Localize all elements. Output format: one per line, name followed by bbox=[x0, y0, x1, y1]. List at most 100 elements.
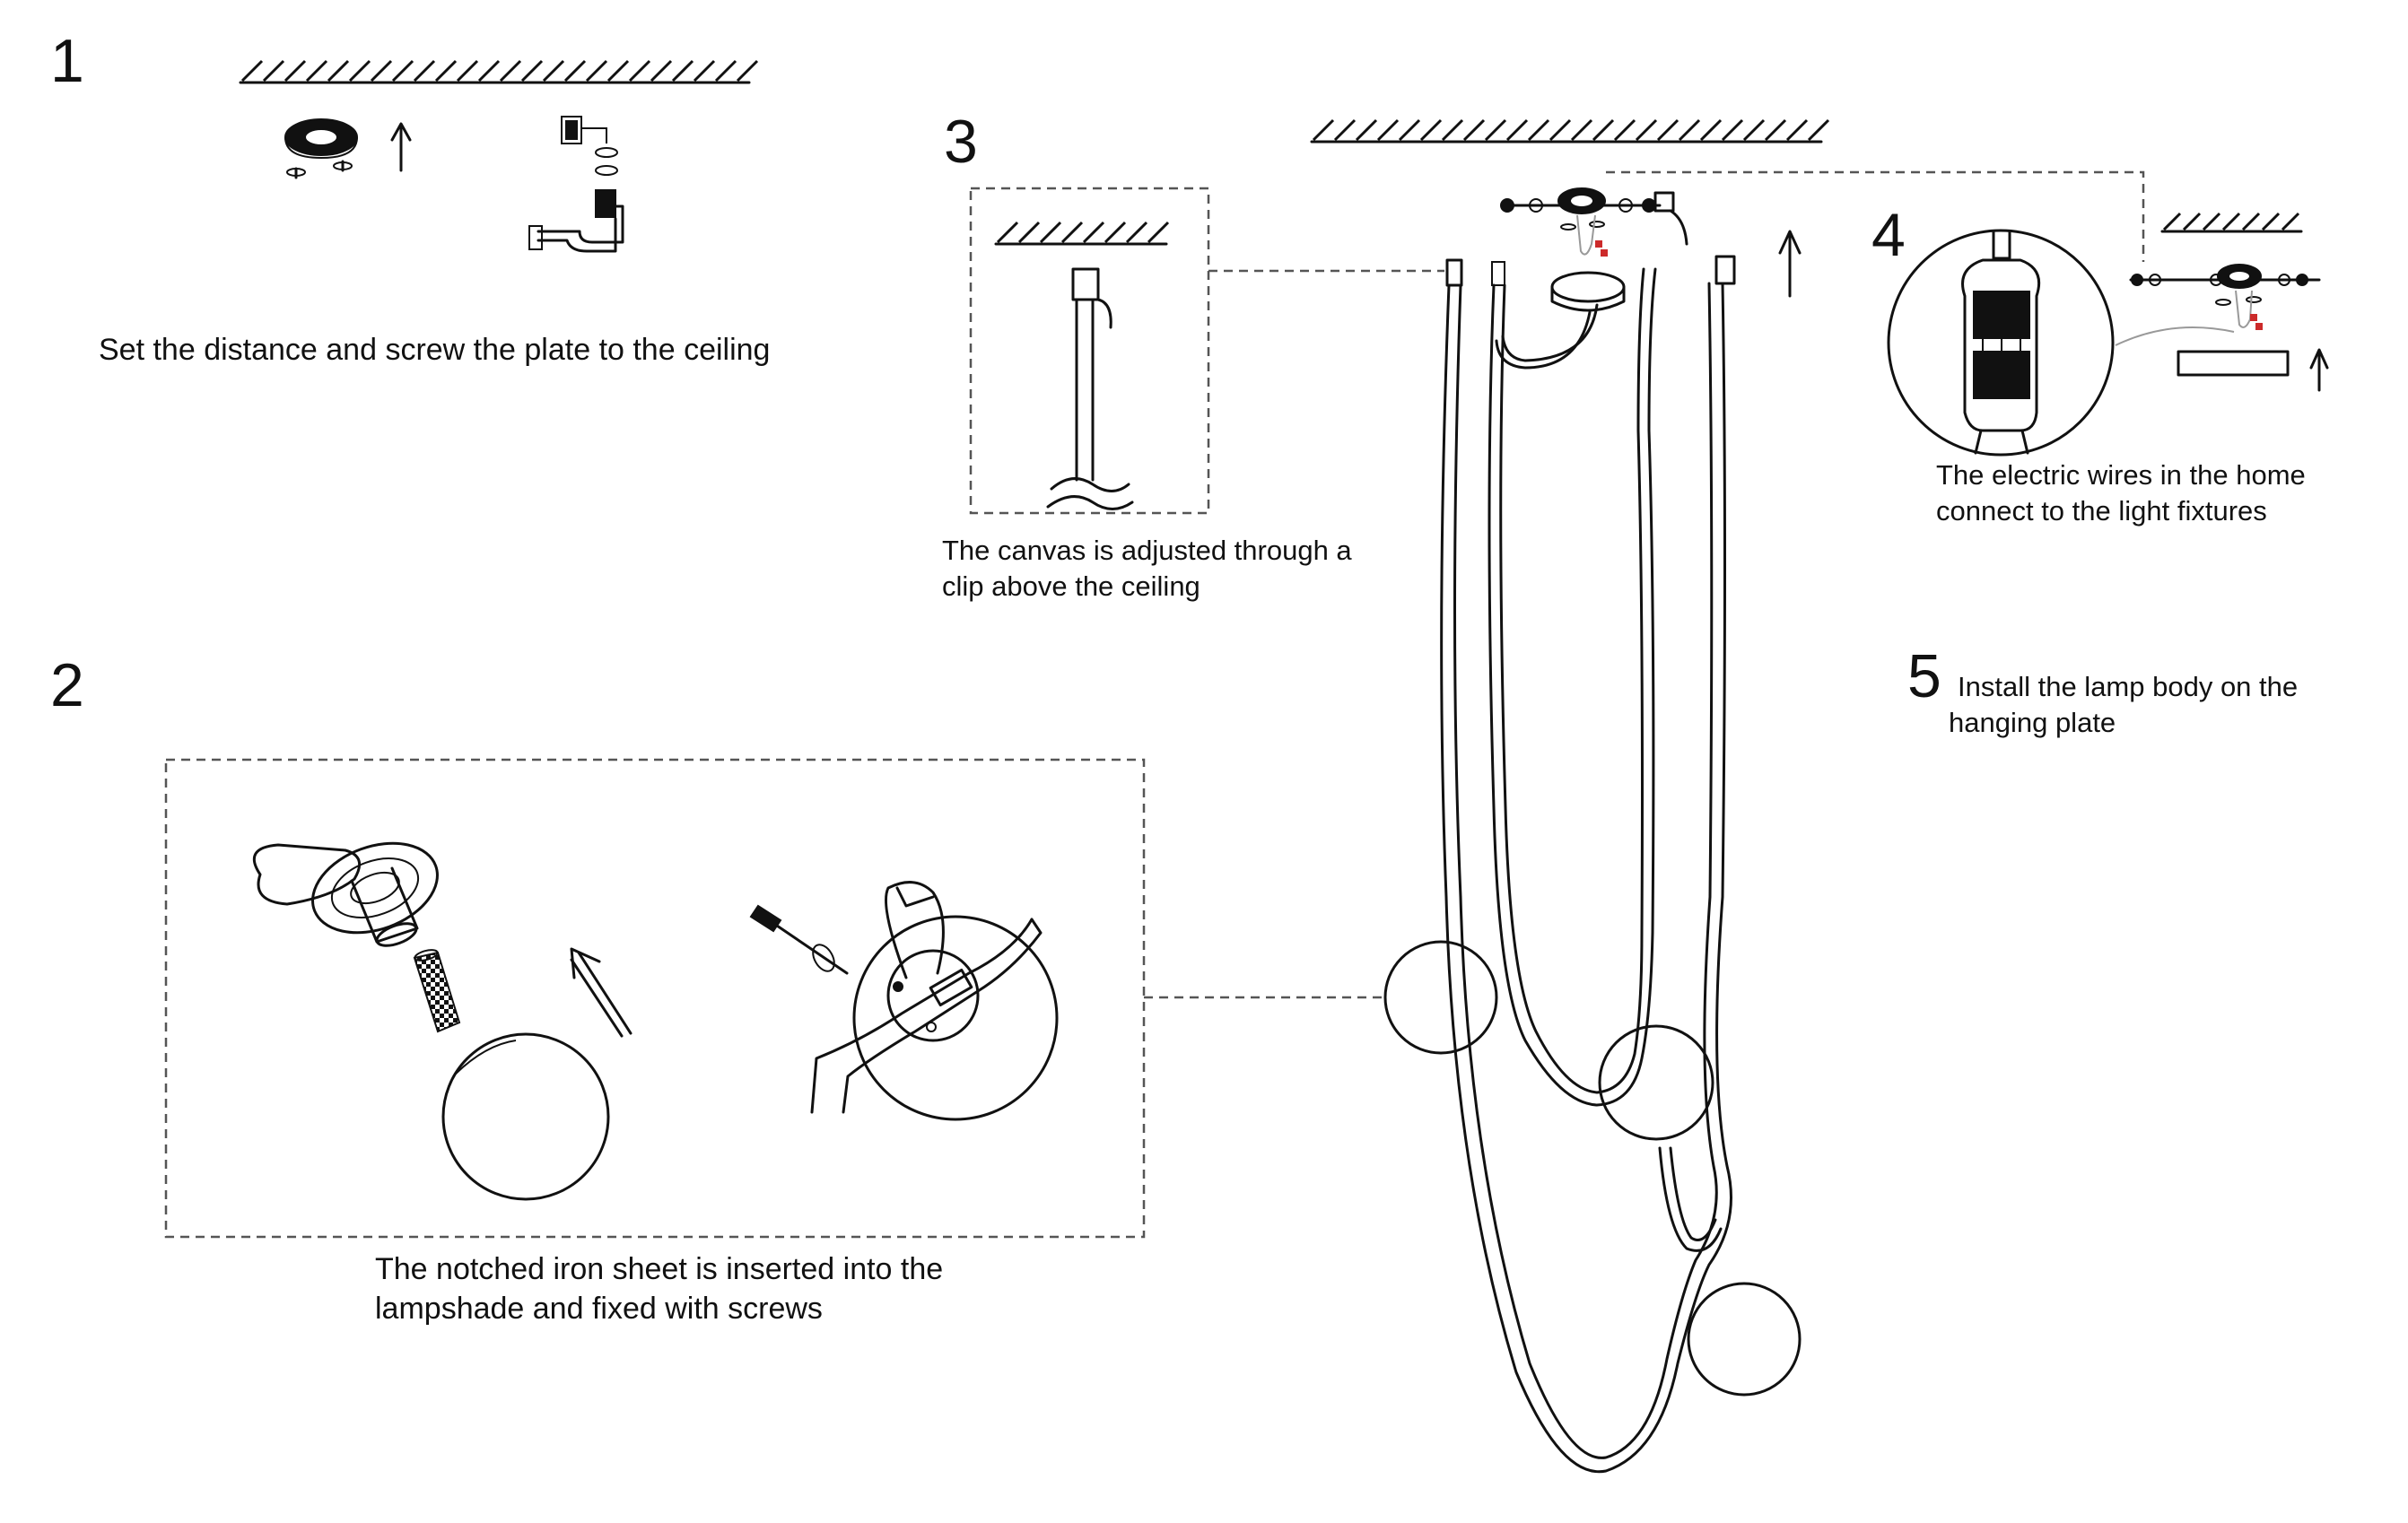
caption-line: Install the lamp body on the bbox=[1958, 671, 2299, 702]
hatch-mark bbox=[1419, 118, 1443, 142]
hatch-mark bbox=[650, 59, 673, 83]
strap-loops bbox=[1440, 255, 1736, 1474]
hatch-mark bbox=[456, 59, 479, 83]
step-2-illustration bbox=[164, 758, 1146, 1239]
hatch-mark bbox=[413, 59, 436, 83]
hatch-mark bbox=[1635, 118, 1658, 142]
step-2-caption: The notched iron sheet is inserted into … bbox=[375, 1249, 943, 1328]
step-2-frame bbox=[164, 758, 1146, 1239]
ceiling-hatch-icon bbox=[1310, 118, 1830, 144]
hatch-mark bbox=[477, 59, 501, 83]
globe-lampshade-icon bbox=[441, 1032, 610, 1201]
hatch-mark bbox=[2202, 212, 2221, 231]
caption-line: lampshade and fixed with screws bbox=[375, 1292, 823, 1326]
step-1-caption: Set the distance and screw the plate to … bbox=[99, 332, 770, 368]
hatch-mark bbox=[2261, 212, 2281, 231]
hatch-mark bbox=[1549, 118, 1572, 142]
step-2-number: 2 bbox=[50, 651, 84, 719]
hatch-mark bbox=[1441, 118, 1464, 142]
hatch-mark bbox=[542, 59, 565, 83]
ceiling-hatch-icon bbox=[994, 221, 1170, 246]
terminal-block-icon bbox=[1961, 230, 2041, 455]
hatch-mark bbox=[1398, 118, 1421, 142]
hatch-mark bbox=[1527, 118, 1550, 142]
hatch-mark bbox=[1742, 118, 1766, 142]
hatch-mark bbox=[327, 59, 350, 83]
hatch-mark bbox=[240, 59, 264, 83]
step-4-number: 4 bbox=[1871, 201, 1906, 269]
globe-with-strap-icon bbox=[810, 881, 1059, 1121]
ceiling-plate-icon bbox=[284, 118, 358, 179]
hatch-mark bbox=[1333, 118, 1357, 142]
hatch-mark bbox=[1312, 118, 1335, 142]
hatch-mark bbox=[1147, 221, 1170, 244]
hatch-mark bbox=[1462, 118, 1486, 142]
clip-icon bbox=[1046, 267, 1134, 510]
caption-line: The notched iron sheet is inserted into … bbox=[375, 1252, 944, 1286]
hatch-mark bbox=[1656, 118, 1679, 142]
hatch-mark bbox=[693, 59, 716, 83]
hatch-mark bbox=[1764, 118, 1787, 142]
caption-line: The electric wires in the home bbox=[1936, 459, 2306, 491]
hatch-mark bbox=[499, 59, 522, 83]
socket-bracket-icon bbox=[528, 116, 624, 253]
hatch-mark bbox=[520, 59, 544, 83]
hatch-mark bbox=[996, 221, 1019, 244]
hatch-mark bbox=[1082, 221, 1105, 244]
hatch-mark bbox=[1785, 118, 1809, 142]
hatch-mark bbox=[1355, 118, 1378, 142]
up-arrow-icon bbox=[570, 947, 633, 1038]
step-3-frame bbox=[969, 187, 1210, 515]
globe-lampshade-icon bbox=[1383, 940, 1498, 1055]
caption-line: connect to the light fixtures bbox=[1936, 495, 2267, 527]
hatch-mark bbox=[1039, 221, 1062, 244]
hatch-mark bbox=[1570, 118, 1593, 142]
hatch-mark bbox=[1678, 118, 1701, 142]
step-3-illustration bbox=[969, 187, 1210, 515]
hatch-mark bbox=[628, 59, 651, 83]
hatch-mark bbox=[2221, 212, 2241, 231]
hatch-mark bbox=[284, 59, 307, 83]
caption-line: The canvas is adjusted through a bbox=[942, 535, 1352, 566]
hatch-mark bbox=[2182, 212, 2202, 231]
hatch-mark bbox=[1060, 221, 1084, 244]
screwdriver-icon bbox=[749, 904, 849, 975]
hatch-mark bbox=[1592, 118, 1615, 142]
hatch-mark bbox=[434, 59, 458, 83]
hatch-mark bbox=[2281, 212, 2300, 231]
step-5-caption: Install the lamp body on the hanging pla… bbox=[1949, 669, 2298, 741]
step-1-number: 1 bbox=[50, 27, 84, 95]
hatch-mark bbox=[2241, 212, 2261, 231]
hatch-mark bbox=[262, 59, 285, 83]
ceiling-hatch-icon bbox=[2160, 212, 2303, 233]
hatch-mark bbox=[736, 59, 759, 83]
up-arrow-icon bbox=[2309, 348, 2329, 392]
globe-lampshade-icon bbox=[1598, 1024, 1714, 1141]
hatch-mark bbox=[391, 59, 414, 83]
hatch-mark bbox=[370, 59, 393, 83]
lampholder-icon bbox=[252, 841, 461, 1033]
up-arrow-icon bbox=[1778, 230, 1802, 298]
hatch-mark bbox=[585, 59, 608, 83]
hatch-mark bbox=[606, 59, 630, 83]
step-4-illustration bbox=[1887, 212, 2329, 457]
globe-lampshade-icon bbox=[1687, 1282, 1802, 1397]
caption-line: Set the distance and screw the plate to … bbox=[99, 333, 771, 367]
step-4-caption: The electric wires in the home connect t… bbox=[1936, 457, 2306, 529]
hatch-mark bbox=[1017, 221, 1041, 244]
hatch-mark bbox=[1613, 118, 1636, 142]
hatch-mark bbox=[1484, 118, 1507, 142]
hatch-mark bbox=[1104, 221, 1127, 244]
step-5-number: 5 bbox=[1907, 642, 1941, 710]
ceiling-hatch-icon bbox=[239, 59, 759, 84]
leader-line bbox=[1606, 170, 2145, 262]
hatch-mark bbox=[1125, 221, 1148, 244]
canopy-icon bbox=[1500, 187, 1688, 312]
hatch-mark bbox=[563, 59, 587, 83]
caption-line: clip above the ceiling bbox=[942, 570, 1200, 602]
hatch-mark bbox=[2162, 212, 2182, 231]
hatch-mark bbox=[1505, 118, 1529, 142]
hatch-mark bbox=[1699, 118, 1723, 142]
hatch-mark bbox=[348, 59, 371, 83]
